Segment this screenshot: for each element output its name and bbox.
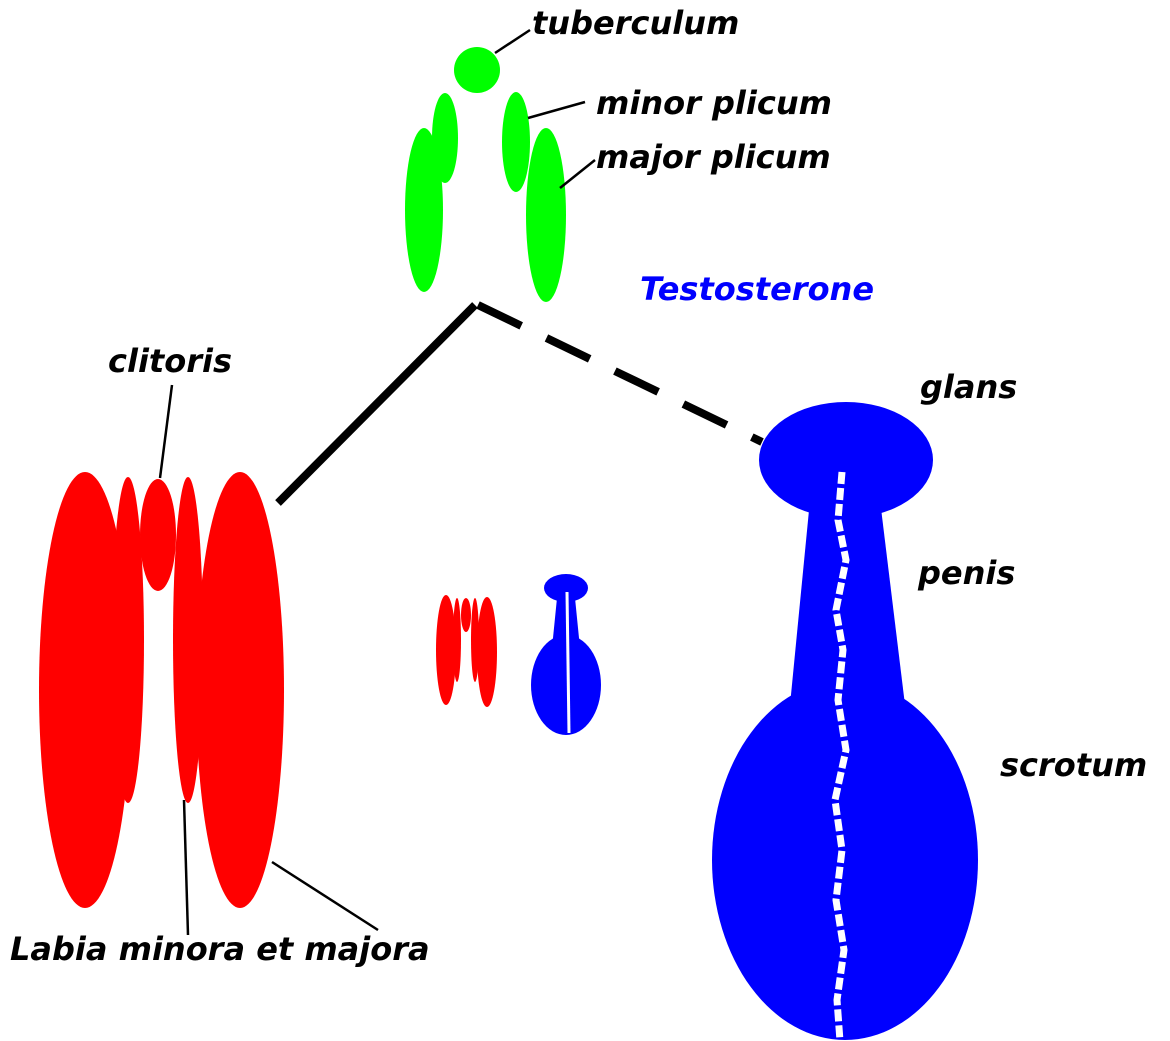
tuberculum-shape [454,47,500,93]
small-female-center [461,598,471,632]
major-plicum-label: major plicum [596,138,831,176]
labia-minora-left-shape [112,477,144,803]
glans-label: glans [920,368,1017,406]
small-female-left-outer [436,595,456,705]
small-scrotum-shape [531,635,601,735]
major-plicum-left-shape [405,128,443,292]
small-female-right-outer [477,597,497,707]
clitoris-label: clitoris [108,342,232,380]
small-female-left-inner [453,598,461,682]
labia-label: Labia minora et majora [10,930,430,968]
major-plicum-right-shape [526,128,566,302]
scrotum-label: scrotum [1000,746,1147,784]
penis-label: penis [917,554,1015,592]
labia-minora-right-shape [173,477,203,803]
minor-plicum-label: minor plicum [596,84,832,122]
small-raphe-line [567,592,569,733]
tuberculum-label: tuberculum [532,4,739,42]
small-female-right-inner [471,598,479,682]
labia-majora-right-shape [196,472,284,908]
testosterone-label: Testosterone [640,270,874,308]
minor-plicum-right-shape [502,92,530,192]
clitoris-shape [140,479,176,591]
